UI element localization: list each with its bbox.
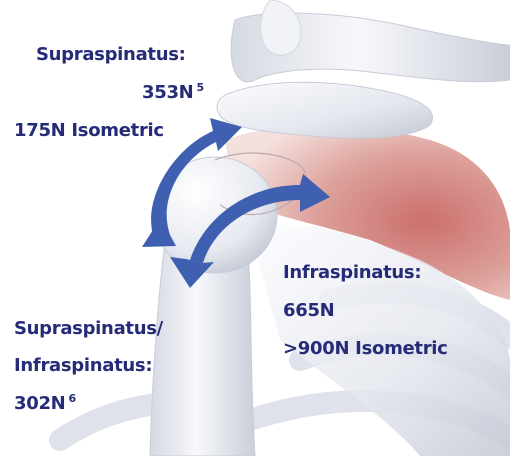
supraspinatus-force-value: 353N bbox=[142, 82, 193, 103]
supraspinatus-force: 353N5 bbox=[142, 82, 204, 106]
supraspinatus-reference: 5 bbox=[196, 81, 203, 94]
combined-title-line2: Infraspinatus: bbox=[14, 355, 152, 376]
combined-label-line2: Infraspinatus: bbox=[14, 355, 152, 377]
acromion bbox=[217, 82, 433, 138]
infraspinatus-force-value: 665N bbox=[283, 300, 334, 321]
infraspinatus-title: Infraspinatus: bbox=[283, 262, 421, 283]
supraspinatus-isometric-value: 175N Isometric bbox=[14, 120, 164, 141]
combined-force: 302N6 bbox=[14, 393, 76, 417]
coracoid bbox=[261, 0, 301, 55]
combined-label: Supraspinatus/ bbox=[14, 318, 163, 340]
infraspinatus-isometric: >900N Isometric bbox=[283, 338, 448, 360]
combined-reference: 6 bbox=[68, 392, 75, 405]
infraspinatus-isometric-value: >900N Isometric bbox=[283, 338, 448, 359]
infraspinatus-force: 665N bbox=[283, 300, 334, 322]
infraspinatus-label: Infraspinatus: bbox=[283, 262, 421, 284]
supraspinatus-label: Supraspinatus: bbox=[36, 44, 186, 66]
supraspinatus-title: Supraspinatus: bbox=[36, 44, 186, 65]
supraspinatus-isometric: 175N Isometric bbox=[14, 120, 164, 142]
combined-title-line1: Supraspinatus/ bbox=[14, 318, 163, 339]
combined-force-value: 302N bbox=[14, 393, 65, 414]
